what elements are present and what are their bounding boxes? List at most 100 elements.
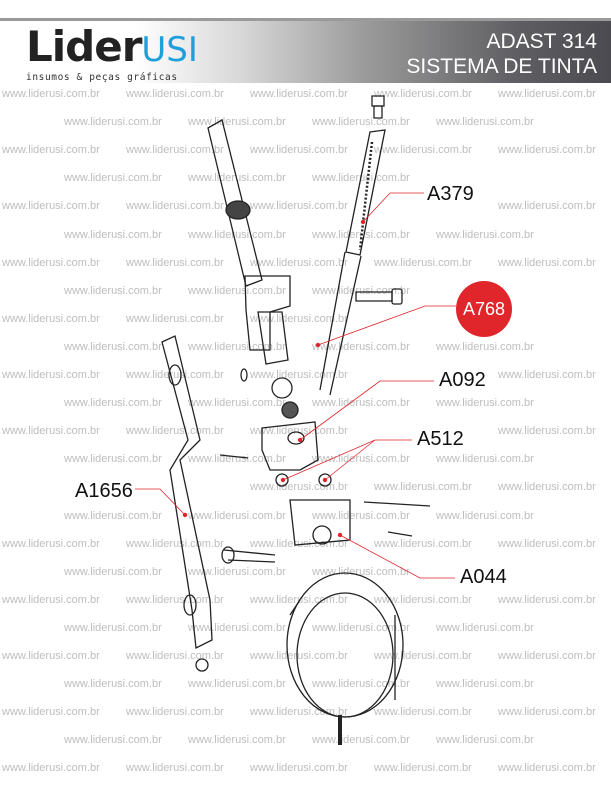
part-label-a768-text: A768 bbox=[462, 298, 506, 319]
watermark-text: www.liderusi.com.br bbox=[312, 172, 410, 185]
watermark-text: www.liderusi.com.br bbox=[188, 116, 286, 129]
watermark-text: www.liderusi.com.br bbox=[498, 369, 596, 381]
watermark-text: www.liderusi.com.br bbox=[312, 621, 410, 634]
watermark-text: www.liderusi.com.br bbox=[2, 369, 100, 381]
watermark-text: www.liderusi.com.br bbox=[188, 509, 286, 522]
watermark-text: www.liderusi.com.br bbox=[64, 116, 162, 129]
watermark-text: www.liderusi.com.br bbox=[312, 397, 410, 410]
watermark-text: www.liderusi.com.br bbox=[498, 256, 596, 269]
watermark-text: www.liderusi.com.br bbox=[436, 621, 534, 634]
watermark-text: www.liderusi.com.br bbox=[2, 537, 100, 550]
watermark-text: www.liderusi.com.br bbox=[64, 565, 162, 578]
watermark-text: www.liderusi.com.br bbox=[374, 481, 472, 494]
watermark-text: www.liderusi.com.br bbox=[498, 537, 596, 550]
watermark-text: www.liderusi.com.br bbox=[2, 650, 100, 662]
system-name: SISTEMA DE TINTA bbox=[406, 55, 597, 78]
watermark-text: www.liderusi.com.br bbox=[436, 678, 534, 691]
watermark-text: www.liderusi.com.br bbox=[436, 509, 534, 522]
watermark-text: www.liderusi.com.br bbox=[126, 706, 224, 719]
watermark-text: www.liderusi.com.br bbox=[250, 706, 348, 719]
page-title: ADAST 314 SISTEMA DE TINTA bbox=[406, 29, 597, 79]
part-label-a379: A379 bbox=[425, 183, 476, 206]
part-label-a044: A044 bbox=[458, 566, 509, 589]
watermark-text: www.liderusi.com.br bbox=[188, 340, 286, 353]
watermark-text: www.liderusi.com.br bbox=[2, 762, 100, 775]
watermark-text: www.liderusi.com.br bbox=[312, 228, 410, 241]
watermark-text: www.liderusi.com.br bbox=[188, 565, 286, 578]
watermark-text: www.liderusi.com.br bbox=[64, 453, 162, 466]
watermark-text: www.liderusi.com.br bbox=[436, 453, 534, 466]
watermark-text: www.liderusi.com.br bbox=[374, 593, 472, 606]
watermark-text: www.liderusi.com.br bbox=[250, 650, 348, 662]
watermark-text: www.liderusi.com.br bbox=[498, 144, 596, 157]
watermark-text: www.liderusi.com.br bbox=[188, 678, 286, 691]
watermark-text: www.liderusi.com.br bbox=[126, 200, 224, 213]
watermark-text: www.liderusi.com.br bbox=[188, 734, 286, 747]
watermark-text: www.liderusi.com.br bbox=[126, 537, 224, 550]
watermark-text: www.liderusi.com.br bbox=[312, 340, 410, 353]
watermark-text: www.liderusi.com.br bbox=[374, 144, 472, 157]
logo-accent-text: USI bbox=[141, 30, 198, 70]
watermark-text: www.liderusi.com.br bbox=[312, 284, 410, 297]
liderusi-logo: LiderUSI insumos & peças gráficas bbox=[26, 26, 198, 84]
watermark-text: www.liderusi.com.br bbox=[126, 762, 224, 775]
watermark-text: www.liderusi.com.br bbox=[498, 425, 596, 438]
logo-tagline: insumos & peças gráficas bbox=[26, 72, 178, 83]
watermark-text: www.liderusi.com.br bbox=[498, 593, 596, 606]
watermark-text: www.liderusi.com.br bbox=[64, 509, 162, 522]
watermark-text: www.liderusi.com.br bbox=[498, 200, 596, 213]
watermark-text: www.liderusi.com.br bbox=[312, 678, 410, 691]
watermark-text: www.liderusi.com.br bbox=[188, 284, 286, 297]
watermark-text: www.liderusi.com.br bbox=[126, 425, 224, 438]
watermark-text: www.liderusi.com.br bbox=[2, 144, 100, 157]
watermark-text: www.liderusi.com.br bbox=[64, 172, 162, 185]
logo-text: Lider bbox=[26, 22, 142, 71]
part-label-a092: A092 bbox=[437, 369, 488, 392]
watermark-text: www.liderusi.com.br bbox=[498, 762, 596, 775]
part-label-a1656: A1656 bbox=[73, 480, 135, 503]
watermark-text: www.liderusi.com.br bbox=[126, 593, 224, 606]
watermark-text: www.liderusi.com.br bbox=[250, 481, 348, 494]
watermark-text: www.liderusi.com.br bbox=[436, 116, 534, 129]
watermark-text: www.liderusi.com.br bbox=[374, 706, 472, 719]
watermark-text: www.liderusi.com.br bbox=[2, 88, 100, 100]
watermark-text: www.liderusi.com.br bbox=[64, 284, 162, 297]
header-banner: LiderUSI insumos & peças gráficas ADAST … bbox=[0, 18, 611, 83]
watermark-text: www.liderusi.com.br bbox=[312, 565, 410, 578]
watermark-text: www.liderusi.com.br bbox=[312, 734, 410, 747]
watermark-text: www.liderusi.com.br bbox=[188, 621, 286, 634]
watermark-text: www.liderusi.com.br bbox=[498, 650, 596, 662]
watermark-text: www.liderusi.com.br bbox=[2, 200, 100, 213]
watermark-text: www.liderusi.com.br bbox=[64, 397, 162, 410]
watermark-text: www.liderusi.com.br bbox=[436, 734, 534, 747]
watermark-text: www.liderusi.com.br bbox=[374, 650, 472, 662]
watermark-text: www.liderusi.com.br bbox=[374, 256, 472, 269]
machine-model: ADAST 314 bbox=[486, 30, 597, 53]
watermark-text: www.liderusi.com.br bbox=[436, 340, 534, 353]
watermark-text: www.liderusi.com.br bbox=[126, 650, 224, 662]
watermark-text: www.liderusi.com.br bbox=[188, 453, 286, 466]
link-arm-part bbox=[161, 335, 213, 672]
watermark-text: www.liderusi.com.br bbox=[188, 228, 286, 241]
watermark-text: www.liderusi.com.br bbox=[64, 734, 162, 747]
watermark-text: www.liderusi.com.br bbox=[374, 537, 472, 550]
watermark-text: www.liderusi.com.br bbox=[64, 228, 162, 241]
watermark-text: www.liderusi.com.br bbox=[312, 116, 410, 129]
watermark-text: www.liderusi.com.br bbox=[126, 312, 224, 325]
watermark-text: www.liderusi.com.br bbox=[2, 256, 100, 269]
watermark-text: www.liderusi.com.br bbox=[64, 678, 162, 691]
part-label-a768-highlighted: A768 bbox=[456, 281, 512, 337]
watermark-text: www.liderusi.com.br bbox=[498, 481, 596, 494]
watermark-text: www.liderusi.com.br bbox=[250, 88, 348, 100]
watermark-text: www.liderusi.com.br bbox=[126, 256, 224, 269]
watermark-text: www.liderusi.com.br bbox=[64, 340, 162, 353]
watermark-text: www.liderusi.com.br bbox=[250, 256, 348, 269]
watermark-text: www.liderusi.com.br bbox=[250, 762, 348, 775]
watermark-text: www.liderusi.com.br bbox=[64, 621, 162, 634]
watermark-text: www.liderusi.com.br bbox=[250, 425, 348, 438]
watermark-text: www.liderusi.com.br bbox=[312, 453, 410, 466]
watermark-text: www.liderusi.com.br bbox=[126, 369, 224, 381]
watermark-text: www.liderusi.com.br bbox=[250, 200, 348, 213]
watermark-text: www.liderusi.com.br bbox=[312, 509, 410, 522]
watermark-text: www.liderusi.com.br bbox=[374, 88, 472, 100]
